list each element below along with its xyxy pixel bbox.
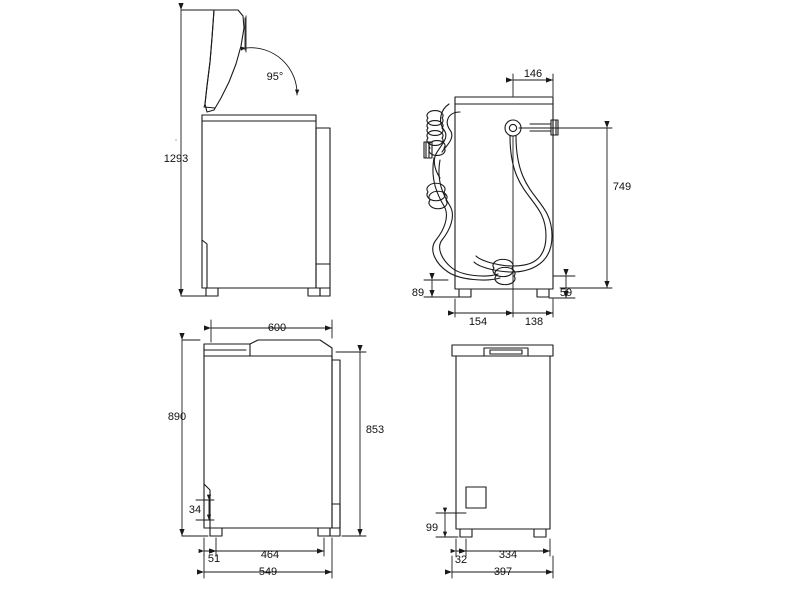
label-depth-549: 549 [259, 566, 277, 578]
dim-51-464 [198, 537, 325, 557]
label-height-853: 853 [366, 424, 384, 436]
label-depth-464: 464 [261, 549, 279, 561]
label-width-154: 154 [469, 316, 487, 328]
view-side-open-geometry [201, 9, 331, 297]
label-angle-95: 95° [267, 71, 284, 83]
dim-154-138 [447, 135, 554, 318]
dim-600 [203, 319, 333, 343]
dim-32-334 [450, 538, 551, 557]
dim-853 [335, 344, 367, 537]
angle-95-dimension [240, 15, 300, 96]
label-height-99: 99 [426, 522, 438, 534]
dim-549 [196, 537, 333, 579]
label-height-1293: 1293 [164, 153, 188, 165]
label-width-146: 146 [524, 68, 542, 80]
label-width-397: 397 [494, 566, 512, 578]
label-height-34: 34 [189, 504, 201, 516]
dim-89 [423, 272, 460, 298]
label-height-890: 890 [168, 411, 186, 423]
dim-99 [435, 507, 467, 538]
dim-1293 [175, 2, 217, 297]
dim-59 [548, 268, 576, 299]
dim-146 [505, 73, 554, 97]
label-width-32: 32 [455, 554, 467, 566]
dim-34 [195, 494, 215, 521]
label-height-59: 59 [560, 287, 572, 299]
label-height-749: 749 [613, 181, 631, 193]
label-depth-600: 600 [268, 322, 286, 334]
label-depth-51: 51 [208, 553, 220, 565]
dim-890 [179, 332, 209, 537]
view-front-geometry [451, 344, 554, 538]
view-side-closed-geometry [203, 339, 341, 537]
label-width-334: 334 [499, 549, 517, 561]
dim-397 [444, 555, 554, 579]
label-width-138: 138 [525, 316, 543, 328]
label-height-89: 89 [412, 287, 424, 299]
